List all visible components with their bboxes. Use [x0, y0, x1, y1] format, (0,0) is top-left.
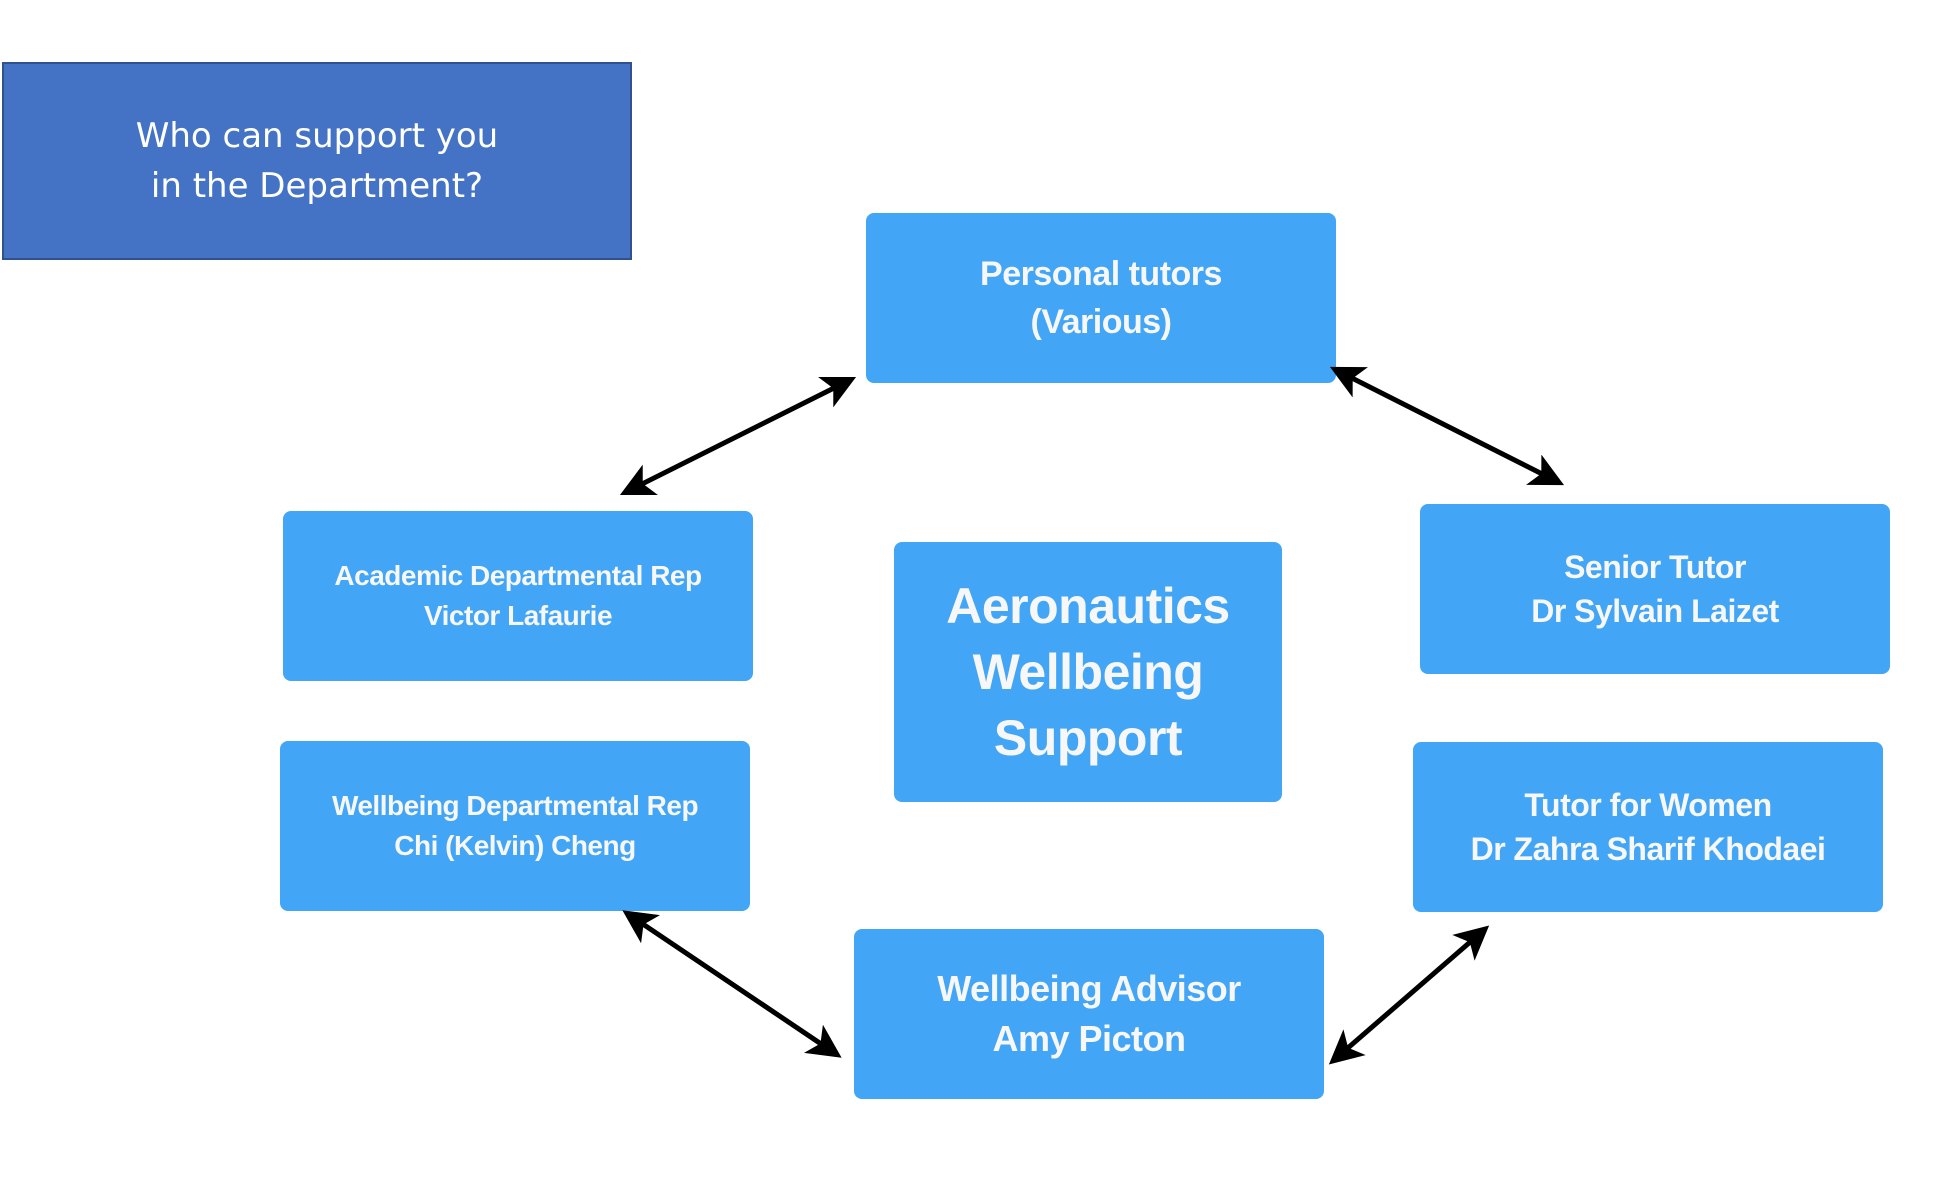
node-name: Dr Sylvain Laizet [1531, 593, 1779, 629]
node-wellbeing-rep: Wellbeing Departmental Rep Chi (Kelvin) … [280, 741, 750, 911]
node-role: Academic Departmental Rep [334, 560, 702, 591]
center-line-2: Wellbeing [972, 644, 1204, 700]
node-name: (Various) [1030, 303, 1172, 341]
node-role: Personal tutors [980, 255, 1222, 293]
node-tutor-for-women: Tutor for Women Dr Zahra Sharif Khodaei [1413, 742, 1883, 912]
node-role: Wellbeing Departmental Rep [331, 790, 699, 821]
node-name: Chi (Kelvin) Cheng [394, 830, 636, 861]
center-line-3: Support [993, 710, 1183, 766]
title-line-1: Who can support you [135, 116, 499, 156]
node-role: Tutor for Women [1524, 787, 1772, 823]
title-box: Who can support you in the Department? [2, 62, 632, 260]
node-academic-rep: Academic Departmental Rep Victor Lafauri… [283, 511, 753, 681]
arrow-academic-tutors [619, 376, 857, 496]
center-line-1: Aeronautics [946, 578, 1230, 634]
node-personal-tutors: Personal tutors (Various) [866, 213, 1336, 383]
node-name: Victor Lafaurie [423, 600, 613, 631]
node-center: Aeronautics Wellbeing Support [894, 542, 1282, 802]
title-line-2: in the Department? [150, 166, 484, 206]
node-role: Senior Tutor [1564, 549, 1746, 585]
node-name: Amy Picton [992, 1018, 1186, 1059]
node-name: Dr Zahra Sharif Khodaei [1470, 831, 1826, 867]
node-senior-tutor: Senior Tutor Dr Sylvain Laizet [1420, 504, 1890, 674]
arrow-advisor-women [1328, 925, 1490, 1065]
node-wellbeing-advisor: Wellbeing Advisor Amy Picton [854, 929, 1324, 1099]
node-role: Wellbeing Advisor [937, 968, 1241, 1009]
arrow-wbrep-advisor [622, 910, 842, 1058]
arrow-tutors-senior [1329, 366, 1565, 486]
